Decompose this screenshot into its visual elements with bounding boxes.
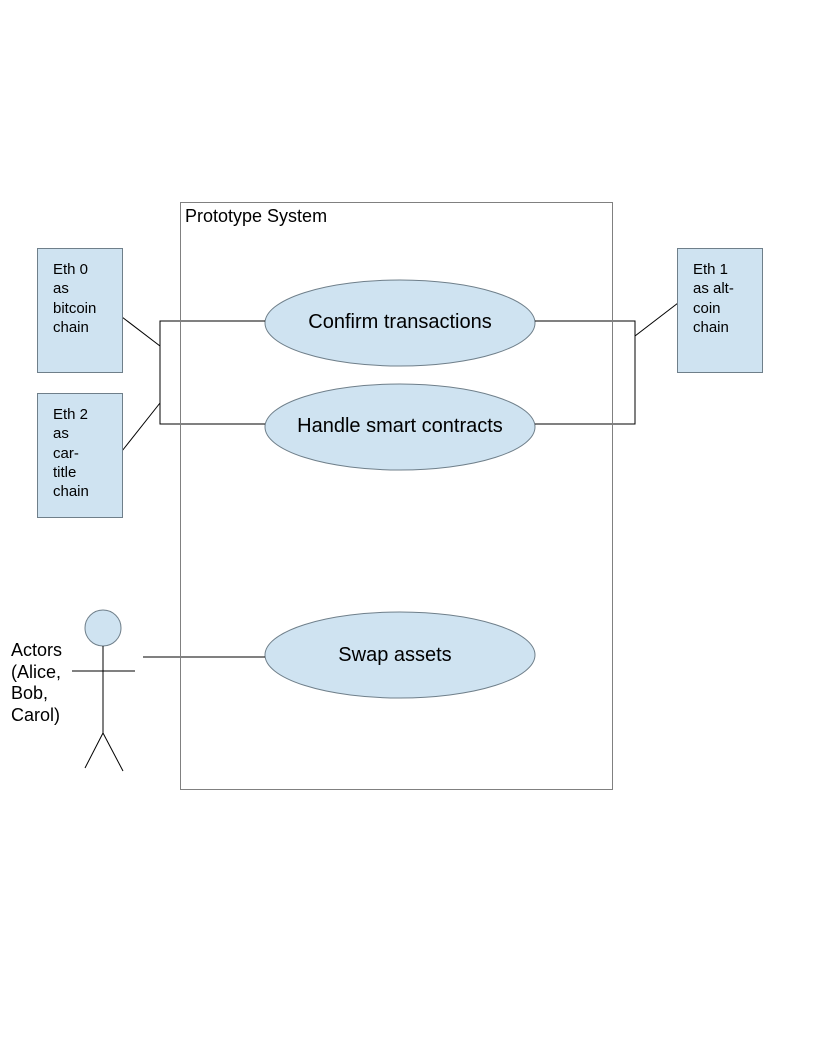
eth1-association-line [634,302,679,337]
eth0-chain-box[interactable]: Eth 0 as bitcoin chain [37,248,123,373]
actor-label: Actors (Alice, Bob, Carol) [11,640,62,726]
actor-label-line: (Alice, [11,661,62,682]
eth0-label-line: bitcoin [53,299,97,317]
eth2-label-line: car- [53,444,79,462]
actor-label-line: Actors [11,640,63,660]
actor-label-line: Bob, [11,683,49,703]
eth1-label-line: as alt- [693,280,734,298]
actor-head [84,609,122,647]
eth0-label-line: as [53,280,69,298]
eth1-label-line: coin [693,299,721,317]
right-association-bracket [535,320,636,425]
eth2-label-line: title [53,463,77,481]
eth1-label-line: Eth 1 [693,261,729,278]
left-association-bracket [159,320,265,425]
actor-left-leg [84,732,104,769]
actor-label-line: Carol) [11,704,61,725]
eth2-label-line: Eth 2 [53,406,89,423]
eth0-label-line: Eth 0 [53,261,89,278]
use-case-handle-smart-contracts-label: Handle smart contracts [297,415,503,437]
eth0-association-line [121,316,161,347]
use-case-swap-assets-label: Swap assets [338,644,452,666]
eth2-label-line: chain [53,483,89,501]
eth1-chain-box[interactable]: Eth 1 as alt- coin chain [677,248,763,373]
eth1-label-line: chain [693,318,729,336]
system-boundary[interactable] [180,202,613,790]
use-case-confirm-transactions-ellipse[interactable] [264,279,536,367]
eth0-label-line: chain [53,318,89,336]
eth2-chain-box[interactable]: Eth 2 as car- title chain [37,393,123,518]
eth2-label-line: as [53,425,69,443]
use-case-handle-smart-contracts-ellipse[interactable] [264,383,536,471]
system-title: Prototype System [185,206,328,226]
use-case-confirm-transactions-label: Confirm transactions [308,311,492,333]
actor-right-leg [102,732,124,772]
eth2-association-line [121,402,161,452]
use-case-swap-assets-ellipse[interactable] [264,611,536,699]
